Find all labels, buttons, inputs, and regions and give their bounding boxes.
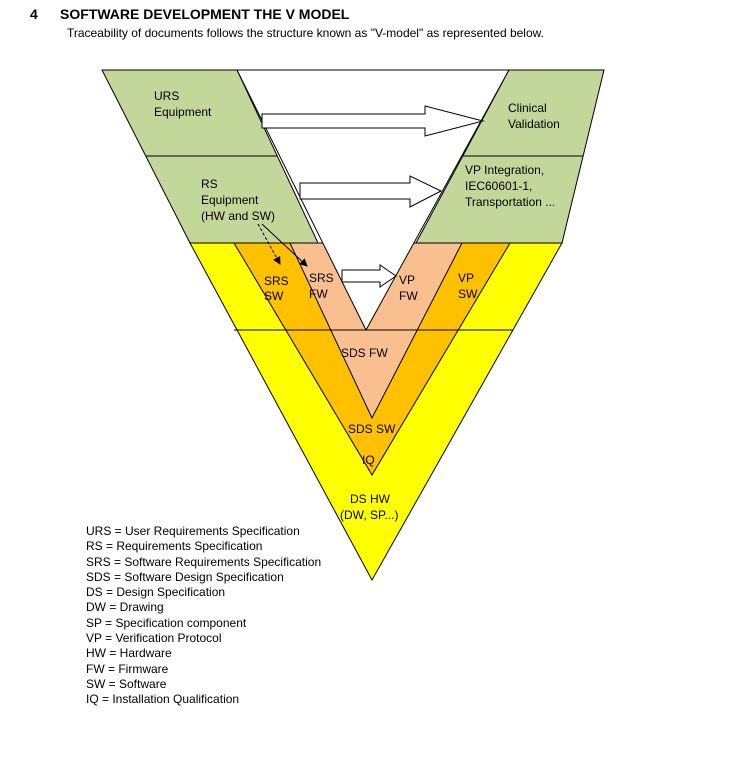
iq-label: IQ (362, 453, 375, 467)
section-title: SOFTWARE DEVELOPMENT THE V MODEL (60, 6, 350, 22)
urs-label-line1: URS (154, 89, 179, 103)
srs-fw-line1: SRS (309, 271, 334, 285)
arrow-rs-to-vp-integration (299, 175, 443, 208)
abbreviation-legend: URS = User Requirements Specification RS… (86, 524, 321, 708)
ds-hw-line1: DS HW (350, 492, 391, 506)
arrow-srs-to-vp (341, 264, 397, 288)
legend-item-hw: HW = Hardware (86, 646, 172, 661)
legend-item-fw: FW = Firmware (86, 661, 169, 676)
rs-label-line3: (HW and SW) (201, 209, 275, 223)
legend-item-rs: RS = Requirements Specification (86, 539, 263, 554)
legend-item-ds: DS = Design Specification (86, 585, 226, 600)
srs-sw-line2: SW (264, 289, 284, 303)
vp-integration-line1: VP Integration, (465, 163, 544, 177)
legend-item-iq: IQ = Installation Qualification (86, 692, 240, 707)
vp-sw-line2: SW (458, 287, 478, 301)
vp-sw-line1: VP (458, 271, 474, 285)
v-inner-gap (236, 69, 510, 332)
vp-fw-line1: VP (399, 273, 415, 287)
arrow-rs-to-srs-fw (261, 223, 308, 267)
urs-label-line2: Equipment (154, 105, 212, 119)
sds-sw-label: SDS SW (348, 422, 396, 436)
section-heading: 4 SOFTWARE DEVELOPMENT THE V MODEL (30, 6, 349, 22)
ds-hw-line2: (DW, SP...) (340, 508, 398, 522)
arrow-urs-to-clinical (261, 105, 485, 137)
legend-item-urs: URS = User Requirements Specification (86, 524, 300, 538)
legend-item-srs: SRS = Software Requirements Specificatio… (86, 554, 322, 569)
legend-item-dw: DW = Drawing (86, 600, 164, 615)
vp-fw-line2: FW (399, 289, 418, 303)
legend-item-sw: SW = Software (86, 676, 167, 691)
sds-fw-label: SDS FW (341, 346, 388, 360)
rs-label-line1: RS (201, 177, 218, 191)
clinical-label-line2: Validation (508, 117, 560, 131)
srs-sw-line1: SRS (264, 274, 289, 288)
legend-item-vp: VP = Verification Protocol (86, 631, 222, 646)
legend-item-sp: SP = Specification component (86, 615, 247, 630)
legend-item-sds: SDS = Software Design Specification (86, 569, 284, 584)
section-number: 4 (30, 6, 38, 22)
clinical-label-line1: Clinical (508, 101, 547, 115)
vp-integration-line3: Transportation ... (465, 195, 555, 209)
vp-integration-line2: IEC60601-1, (465, 179, 532, 193)
arrow-rs-to-srs-sw (257, 223, 281, 265)
intro-paragraph: Traceability of documents follows the st… (67, 26, 544, 40)
srs-fw-line2: FW (309, 287, 328, 301)
rs-label-line2: Equipment (201, 193, 259, 207)
